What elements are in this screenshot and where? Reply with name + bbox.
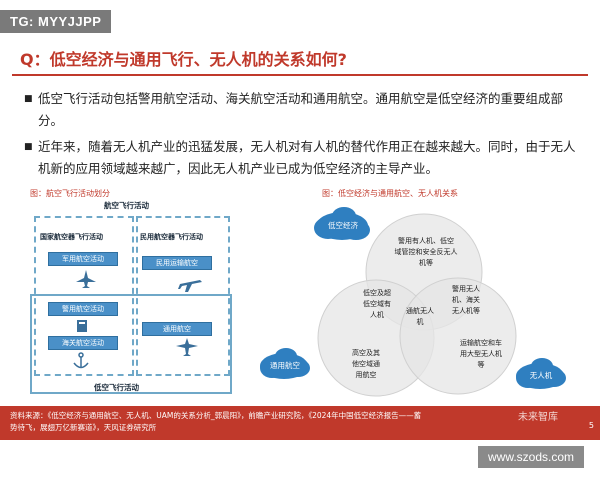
general-aviation-pill: 通用航空 bbox=[142, 322, 212, 336]
civil-aircraft-box bbox=[136, 216, 230, 376]
flight-activity-diagram: 航空飞行活动 国家航空器飞行活动 民用航空器飞行活动 军用航空活动 民用运输航空… bbox=[28, 198, 234, 400]
bullet-item: ■ 近年来，随着无人机产业的迅猛发展，无人机对有人机的替代作用正在越来越大。同时… bbox=[24, 136, 580, 180]
title-divider bbox=[12, 74, 588, 76]
bullet-square-icon: ■ bbox=[24, 142, 33, 152]
light-aircraft-icon bbox=[176, 338, 198, 356]
region-right-top-text: 警用无人 机、海关 无人机等 bbox=[452, 285, 480, 315]
region-bottom-right-text: 运输航空和车 用大型无人机 等 bbox=[460, 339, 502, 369]
bullet-text: 近年来，随着无人机产业的迅猛发展，无人机对有人机的替代作用正在越来越大。同时，由… bbox=[38, 139, 576, 176]
source-line-2: 势待飞，展翅万亿新赛道》，天风证券研究所 bbox=[10, 423, 157, 432]
fighter-jet-icon bbox=[76, 270, 96, 288]
url-badge[interactable]: www.szods.com bbox=[478, 446, 585, 468]
state-aircraft-label: 国家航空器飞行活动 bbox=[40, 233, 103, 241]
source-line-1: 资料来源：《低空经济与通用航空、无人机、UAM的关系分析_郭晨阳》，前瞻产业研究… bbox=[10, 411, 422, 420]
low-altitude-box bbox=[30, 294, 232, 394]
region-bottom-left-text: 高空及其 他空域通 用航空 bbox=[352, 349, 380, 379]
cloud-general-aviation: 通用航空 bbox=[270, 361, 300, 370]
venn-circles bbox=[260, 207, 566, 397]
cloud-low-altitude-economy: 低空经济 bbox=[328, 221, 358, 230]
tg-badge: TG: MYYJJPP bbox=[0, 10, 112, 33]
bullet-text: 低空飞行活动包括警用航空活动、海关航空活动和通用航空。通用航空是低空经济的重要组… bbox=[38, 91, 564, 128]
civil-transport-pill: 民用运输航空 bbox=[142, 256, 212, 270]
bullet-item: ■ 低空飞行活动包括警用航空活动、海关航空活动和通用航空。通用航空是低空经济的重… bbox=[24, 88, 580, 132]
watermark-text: 未来智库 bbox=[518, 412, 558, 423]
region-center-text: 通航无人 机 bbox=[406, 307, 434, 326]
state-aircraft-box bbox=[34, 216, 134, 376]
page-question-title: Q：低空经济与通用飞行、无人机的关系如何? bbox=[20, 50, 347, 69]
left-figure-title: 图：航空飞行活动划分 bbox=[30, 189, 110, 198]
anchor-icon bbox=[73, 352, 89, 369]
bullet-list: ■ 低空飞行活动包括警用航空活动、海关航空活动和通用航空。通用航空是低空经济的重… bbox=[24, 88, 580, 184]
top-label: 航空飞行活动 bbox=[104, 201, 149, 210]
airliner-icon bbox=[178, 280, 202, 292]
police-badge-icon bbox=[77, 320, 87, 332]
bullet-square-icon: ■ bbox=[24, 94, 33, 104]
civil-aircraft-label: 民用航空器飞行活动 bbox=[140, 233, 203, 241]
customs-pill: 海关航空活动 bbox=[48, 336, 118, 350]
right-figure-title: 图：低空经济与通用航空、无人机关系 bbox=[322, 189, 458, 198]
military-pill: 军用航空活动 bbox=[48, 252, 118, 266]
region-top-text: 警用有人机、低空 域管控和安全反无人 机等 bbox=[394, 237, 458, 267]
cloud-uav: 无人机 bbox=[529, 371, 553, 380]
police-pill: 警用航空活动 bbox=[48, 302, 118, 316]
venn-diagram: 低空经济 通用航空 无人机 警用有人机、低空 域管控和安全反无人 机等 低空及超… bbox=[258, 198, 588, 408]
source-footer: 资料来源：《低空经济与通用航空、无人机、UAM的关系分析_郭晨阳》，前瞻产业研究… bbox=[0, 406, 600, 440]
page-number: 5 bbox=[588, 421, 594, 430]
low-altitude-label: 低空飞行活动 bbox=[94, 383, 139, 392]
region-left-text: 低空及超 低空域有 人机 bbox=[363, 289, 391, 319]
